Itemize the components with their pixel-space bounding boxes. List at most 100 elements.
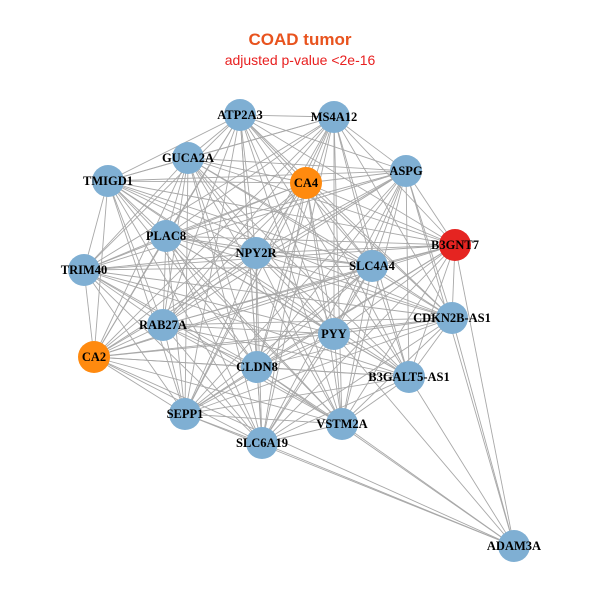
edge-CDKN2B-AS1-ADAM3A: [451, 317, 515, 547]
node-cldn8[interactable]: CLDN8: [236, 351, 278, 383]
node-circle[interactable]: [498, 530, 530, 562]
node-vstm2a[interactable]: VSTM2A: [316, 408, 368, 440]
edge-ASPG-ADAM3A: [405, 170, 515, 547]
node-circle[interactable]: [68, 254, 100, 286]
node-circle[interactable]: [240, 237, 272, 269]
node-circle[interactable]: [393, 361, 425, 393]
node-circle[interactable]: [290, 167, 322, 199]
edge-B3GNT7-B3GALT5-AS1: [408, 244, 456, 378]
edge-ASPG-VSTM2A: [341, 170, 407, 425]
node-label: CDKN2B-AS1: [413, 311, 491, 325]
node-circle[interactable]: [246, 427, 278, 459]
node-label: ATP2A3: [217, 108, 263, 122]
node-circle[interactable]: [224, 99, 256, 131]
edge-ATP2A3-PYY: [239, 114, 335, 335]
node-circle[interactable]: [172, 142, 204, 174]
node-label: B3GNT7: [431, 238, 479, 252]
node-tmigd1[interactable]: TMIGD1: [83, 165, 133, 197]
edge-TMIGD1-SEPP1: [107, 180, 186, 415]
node-ca2[interactable]: CA2: [78, 341, 110, 373]
node-b3gnt7[interactable]: B3GNT7: [431, 229, 479, 261]
edge-GUCA2A-VSTM2A: [187, 157, 343, 425]
edge-TMIGD1-SLC6A19: [107, 180, 263, 444]
edge-MS4A12-SLC6A19: [261, 116, 335, 444]
node-circle[interactable]: [439, 229, 471, 261]
edge-TMIGD1-B3GALT5-AS1: [107, 180, 410, 378]
node-slc4a4[interactable]: SLC4A4: [349, 250, 396, 282]
edge-PLAC8-CA2: [93, 235, 167, 358]
node-npy2r[interactable]: NPY2R: [236, 237, 278, 269]
node-label: ASPG: [389, 164, 423, 178]
node-label: VSTM2A: [316, 417, 367, 431]
node-ca4[interactable]: CA4: [290, 167, 322, 199]
edge-PLAC8-CDKN2B-AS1: [165, 235, 453, 319]
edge-GUCA2A-B3GNT7: [187, 157, 456, 246]
edge-NPY2R-VSTM2A: [255, 252, 343, 425]
node-circle[interactable]: [436, 302, 468, 334]
edge-GUCA2A-NPY2R: [187, 157, 257, 254]
node-trim40[interactable]: TRIM40: [61, 254, 108, 286]
node-label: MS4A12: [311, 110, 358, 124]
edge-MS4A12-CDKN2B-AS1: [333, 116, 453, 319]
node-circle[interactable]: [169, 398, 201, 430]
node-sepp1[interactable]: SEPP1: [167, 398, 204, 430]
edge-TMIGD1-SLC4A4: [107, 180, 373, 267]
edge-GUCA2A-ASPG: [187, 157, 407, 172]
node-circle[interactable]: [78, 341, 110, 373]
node-cdkn2b-as1[interactable]: CDKN2B-AS1: [413, 302, 491, 334]
node-label: TMIGD1: [83, 174, 133, 188]
edge-CDKN2B-AS1-RAB27A: [162, 317, 453, 326]
edge-ASPG-CLDN8: [256, 170, 407, 368]
node-label: NPY2R: [236, 246, 278, 260]
node-label: SEPP1: [167, 407, 204, 421]
node-ms4a12[interactable]: MS4A12: [311, 101, 358, 133]
edge-NPY2R-SEPP1: [184, 252, 257, 415]
node-circle[interactable]: [150, 220, 182, 252]
node-adam3a[interactable]: ADAM3A: [487, 530, 541, 562]
edge-ATP2A3-TRIM40: [83, 114, 241, 271]
node-label: CA2: [82, 350, 106, 364]
node-guca2a[interactable]: GUCA2A: [162, 142, 214, 174]
edge-B3GNT7-ADAM3A: [454, 244, 515, 547]
node-label: B3GALT5-AS1: [368, 370, 450, 384]
node-plac8[interactable]: PLAC8: [146, 220, 186, 252]
node-aspg[interactable]: ASPG: [389, 155, 423, 187]
edge-GUCA2A-SLC4A4: [187, 157, 373, 267]
node-rab27a[interactable]: RAB27A: [139, 309, 187, 341]
edge-SEPP1-VSTM2A: [184, 413, 343, 425]
edge-SLC4A4-CA2: [93, 265, 373, 358]
edge-TMIGD1-NPY2R: [107, 180, 257, 254]
edge-layer: [83, 114, 515, 547]
node-circle[interactable]: [326, 408, 358, 440]
edge-TRIM40-SLC4A4: [83, 265, 373, 271]
node-circle[interactable]: [147, 309, 179, 341]
edge-PLAC8-SLC6A19: [165, 235, 263, 444]
node-circle[interactable]: [318, 101, 350, 133]
edge-PLAC8-B3GNT7: [165, 235, 456, 246]
edge-SLC6A19-ADAM3A: [261, 442, 515, 547]
node-circle[interactable]: [92, 165, 124, 197]
edge-TMIGD1-ASPG: [107, 170, 407, 182]
node-pyy[interactable]: PYY: [318, 318, 350, 350]
edge-B3GNT7-VSTM2A: [341, 244, 456, 425]
node-circle[interactable]: [241, 351, 273, 383]
edge-TMIGD1-CLDN8: [107, 180, 258, 368]
edge-ASPG-SEPP1: [184, 170, 407, 415]
edge-CDKN2B-AS1-SEPP1: [184, 317, 453, 415]
edge-ATP2A3-TMIGD1: [107, 114, 241, 182]
edge-TMIGD1-PYY: [107, 180, 335, 335]
edge-MS4A12-SLC4A4: [333, 116, 373, 267]
node-b3galt5-as1[interactable]: B3GALT5-AS1: [368, 361, 450, 393]
node-circle[interactable]: [390, 155, 422, 187]
node-atp2a3[interactable]: ATP2A3: [217, 99, 263, 131]
edge-CA4-TRIM40: [83, 182, 307, 271]
node-circle[interactable]: [318, 318, 350, 350]
edge-GUCA2A-CA2: [93, 157, 189, 358]
figure-subtitle: adjusted p-value <2e-16: [224, 52, 376, 68]
node-slc6a19[interactable]: SLC6A19: [236, 427, 288, 459]
edge-GUCA2A-CA4: [187, 157, 307, 184]
edge-TRIM40-PYY: [83, 269, 335, 335]
node-circle[interactable]: [356, 250, 388, 282]
edge-NPY2R-RAB27A: [162, 252, 257, 326]
